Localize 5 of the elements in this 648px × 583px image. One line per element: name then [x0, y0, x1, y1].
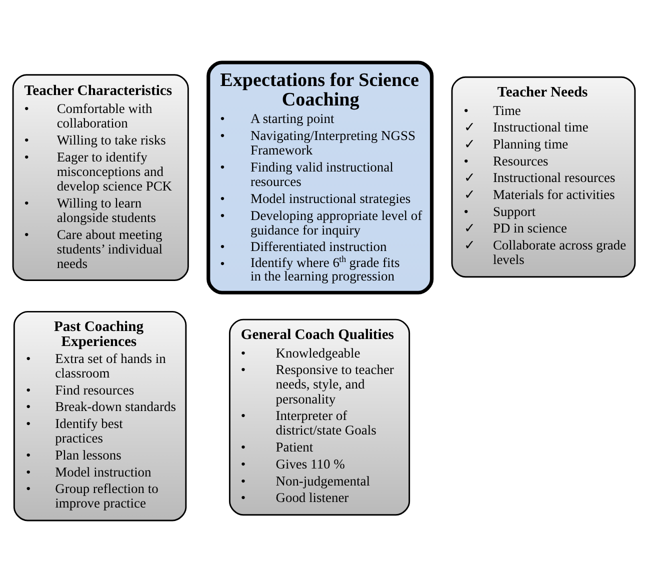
node-box: General Coach Qualities • Knowledgeable • Responsive to teacher needs, style, and personality • Interpreter of district/state Goals • Patient • Gives 110 % • Non-judgemental • Good listener [228, 318, 410, 516]
node-box: Teacher Needs • Time ✓ Instructional time ✓ Planning time • Resources ✓ Instructional resources ✓ Materials for activities • Support ✓ PD in science ✓ Collaborate across grade levels [451, 76, 636, 278]
node-box: Expectations for Science Coaching • A starting point • Navigating/Interpreting NGSS Framework • Finding valid instructional resources • Model instructional strategies • Developing appropriate level of guidance for inquiry • Differentiated instruction • Identify where 6$^{th}$ grade fits in the learning progression [206, 60, 434, 294]
node-box: Teacher Characteristics • Comfortable with collaboration • Willing to take risks • Eager to identify misconceptions and develop science PCK • Willing to learn alongside students • Care about meeting students’ individual needs [12, 74, 189, 281]
node-box: Past Coaching Experiences • Extra set of hands in classroom • Find resources • Break-down standards • Identify best practices • Plan lessons • Model instruction • Group reflection to improve practice [13, 310, 187, 522]
